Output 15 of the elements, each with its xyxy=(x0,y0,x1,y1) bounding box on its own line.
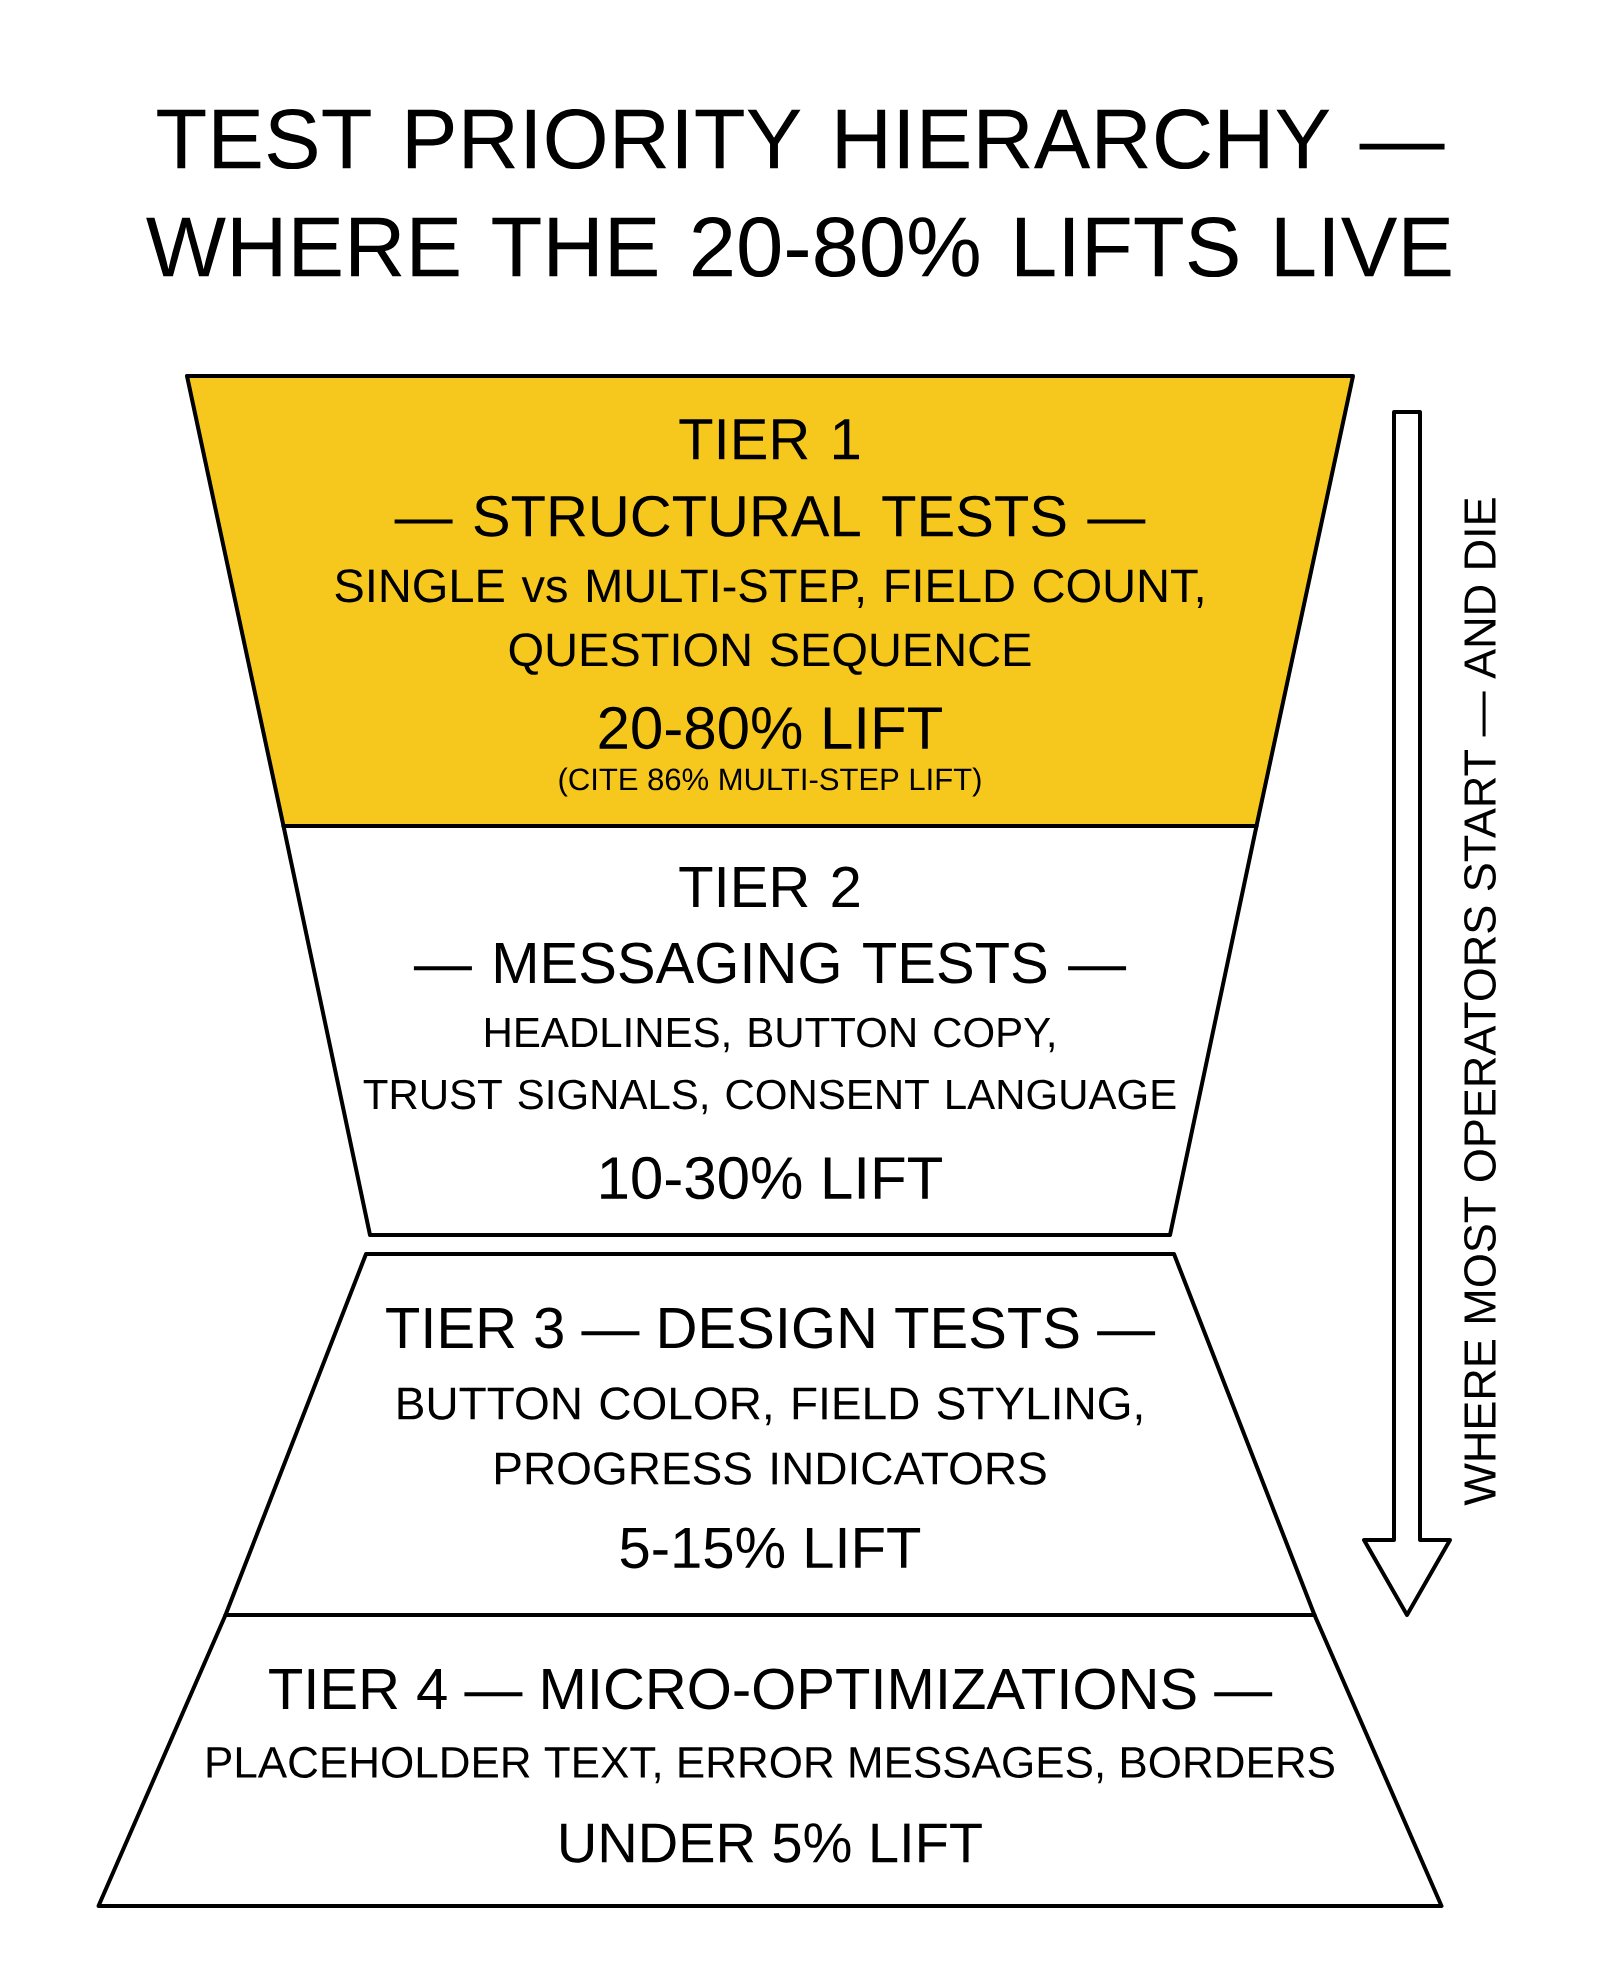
tier-heading: TIER 4 — MICRO-OPTIMIZATIONS — xyxy=(269,1668,1273,1710)
lift-value: 10-30% LIFT xyxy=(601,1156,942,1200)
tier-examples: PLACEHOLDER TEXT, ERROR MESSAGES, BORDERS xyxy=(207,1746,1334,1784)
tier-heading: TIER 1 — STRUCTURAL TESTS — xyxy=(394,419,1146,537)
title: TEST PRIORITY HIERARCHY — WHERE THE 20-80% LIFTS LIVE xyxy=(146,108,1451,278)
arrow-label: WHERE MOST OPERATORS START — AND DIE xyxy=(1464,498,1496,1506)
lift-value: 20-80% LIFT xyxy=(599,706,942,750)
tier-heading: TIER 2 — MESSAGING TESTS — xyxy=(413,866,1127,984)
tier-examples: BUTTON COLOR, FIELD STYLING, PROGRESS INDICATORS xyxy=(398,1387,1142,1485)
lift-value: UNDER 5% LIFT xyxy=(561,1823,982,1863)
tier-examples: SINGLE vs MULTI-STEP, FIELD COUNT, QUESTION SEQUENCE xyxy=(335,569,1203,675)
tier-examples: HEADLINES, BUTTON COPY, TRUST SIGNALS, CONSENT LANGUAGE xyxy=(363,1017,1176,1115)
lift-value: 5-15% LIFT xyxy=(620,1527,921,1569)
tier-heading: TIER 3 — DESIGN TESTS — xyxy=(386,1307,1156,1349)
citation-note: (CITE 86% MULTI-STEP LIFT) xyxy=(559,767,981,797)
